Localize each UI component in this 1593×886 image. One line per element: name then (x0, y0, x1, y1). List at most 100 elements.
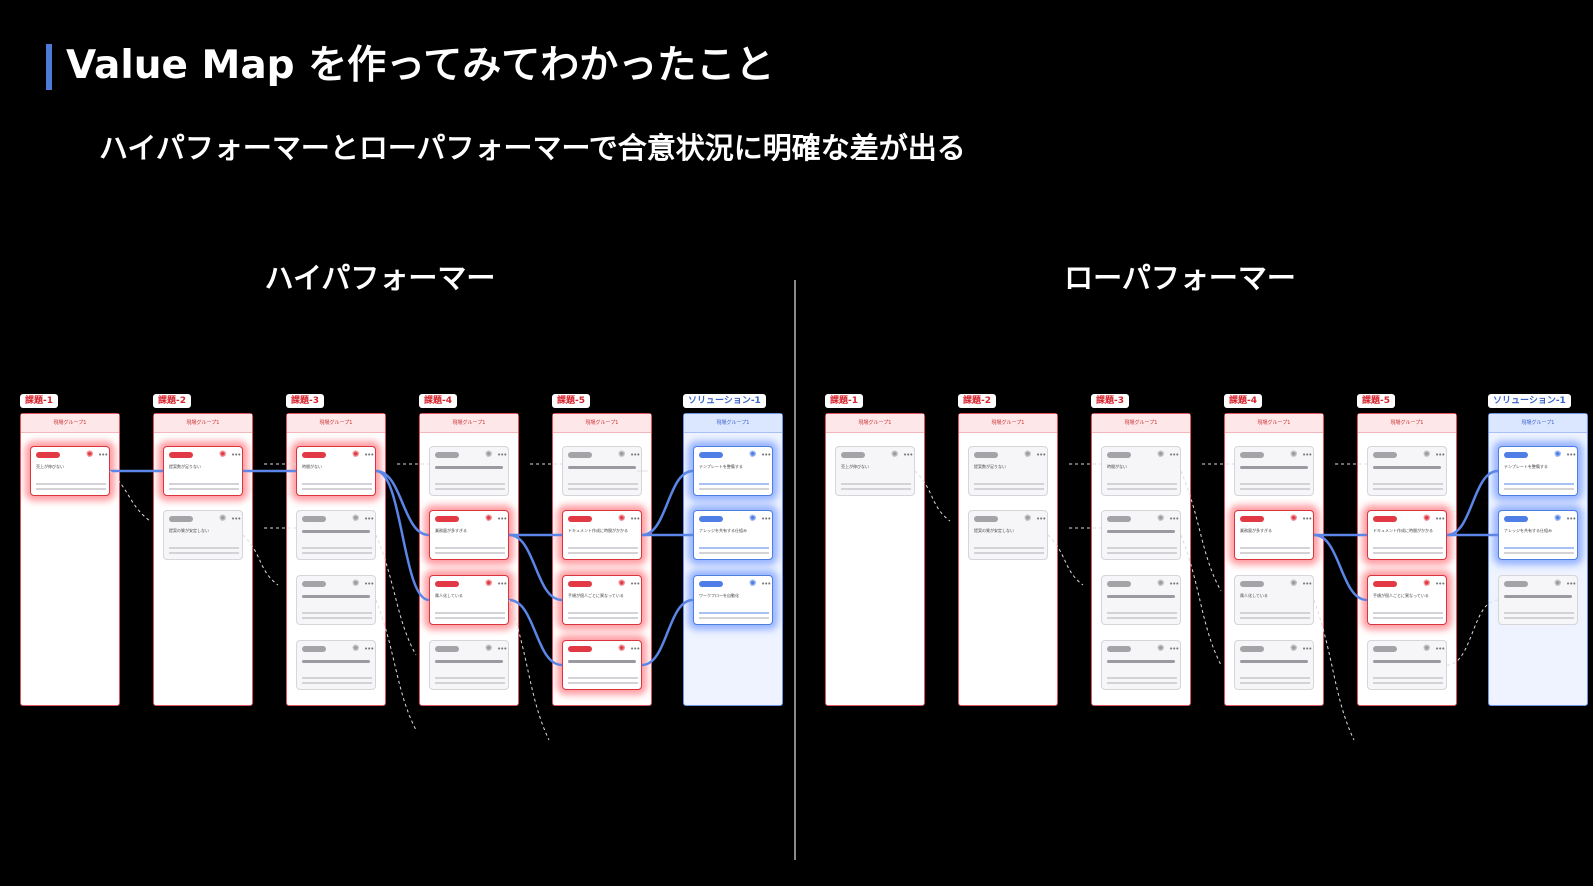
more-options-icon[interactable]: ••• (364, 451, 374, 459)
more-options-icon[interactable]: ••• (497, 451, 507, 459)
status-pill (1504, 516, 1528, 522)
value-card[interactable]: ✺••• (1234, 446, 1314, 496)
card-line (974, 547, 1044, 549)
value-card[interactable]: ✺•••属人化している (1234, 575, 1314, 625)
status-pill (1504, 452, 1528, 458)
value-card[interactable]: ✺•••テンプレートを整備する (693, 446, 773, 496)
value-card[interactable]: ✺••• (1498, 575, 1578, 625)
lightbulb-icon: ✺ (86, 450, 94, 460)
value-card[interactable]: ✺••• (1367, 640, 1447, 690)
value-card[interactable]: ✺••• (429, 446, 509, 496)
value-card[interactable]: ✺•••テンプレートを整備する (1498, 446, 1578, 496)
more-options-icon[interactable]: ••• (364, 580, 374, 588)
more-options-icon[interactable]: ••• (1566, 515, 1576, 523)
value-card[interactable]: ✺••• (296, 575, 376, 625)
column-group-header: 現場グループ1 (684, 414, 782, 433)
card-line (302, 612, 372, 614)
card-line (1373, 547, 1443, 549)
more-options-icon[interactable]: ••• (1169, 580, 1179, 588)
more-options-icon[interactable]: ••• (1302, 580, 1312, 588)
more-options-icon[interactable]: ••• (497, 515, 507, 523)
value-card[interactable]: ✺•••属人化している (429, 575, 509, 625)
value-card[interactable]: ✺••• (1101, 640, 1181, 690)
more-options-icon[interactable]: ••• (630, 451, 640, 459)
column-label: 課題-3 (286, 394, 324, 408)
card-title-placeholder (435, 660, 503, 663)
card-title-placeholder (435, 466, 503, 469)
more-options-icon[interactable]: ••• (1036, 451, 1046, 459)
more-options-icon[interactable]: ••• (231, 451, 241, 459)
lightbulb-icon: ✺ (749, 579, 757, 589)
more-options-icon[interactable]: ••• (1435, 645, 1445, 653)
more-options-icon[interactable]: ••• (1169, 515, 1179, 523)
value-card[interactable]: ✺•••売上が伸びない (835, 446, 915, 496)
value-card[interactable]: ✺•••提案の質が安定しない (968, 510, 1048, 560)
more-options-icon[interactable]: ••• (231, 515, 241, 523)
value-card[interactable]: ✺•••ナレッジを共有する仕組み (1498, 510, 1578, 560)
more-options-icon[interactable]: ••• (761, 580, 771, 588)
value-card[interactable]: ✺ ••• (429, 640, 509, 690)
value-card[interactable]: ✺•••手順が個人ごとに異なっている (1367, 575, 1447, 625)
more-options-icon[interactable]: ••• (1169, 645, 1179, 653)
status-pill (699, 452, 723, 458)
more-options-icon[interactable]: ••• (98, 451, 108, 459)
card-text: 売上が伸びない (841, 464, 869, 469)
value-card[interactable]: ✺•••手順が個人ごとに異なっている (562, 575, 642, 625)
more-options-icon[interactable]: ••• (1435, 515, 1445, 523)
more-options-icon[interactable]: ••• (1302, 451, 1312, 459)
lightbulb-icon: ✺ (352, 644, 360, 654)
card-line (699, 552, 769, 554)
value-card[interactable]: ✺••• (1367, 446, 1447, 496)
more-options-icon[interactable]: ••• (1566, 580, 1576, 588)
value-card[interactable]: ✺•••時間がない (1101, 446, 1181, 496)
more-options-icon[interactable]: ••• (497, 580, 507, 588)
more-options-icon[interactable]: ••• (1169, 451, 1179, 459)
status-pill (568, 646, 592, 652)
value-card[interactable]: ✺•••提案の質が安定しない (163, 510, 243, 560)
more-options-icon[interactable]: ••• (364, 515, 374, 523)
lightbulb-icon: ✺ (1290, 644, 1298, 654)
column-label: 課題-4 (1224, 394, 1262, 408)
value-card[interactable]: ✺•••時間がない (296, 446, 376, 496)
value-card[interactable]: ✺•••ドキュメント作成に時間がかかる (562, 510, 642, 560)
more-options-icon[interactable]: ••• (1302, 515, 1312, 523)
value-card[interactable]: ✺••• (562, 640, 642, 690)
value-card[interactable]: ✺•••ドキュメント作成に時間がかかる (1367, 510, 1447, 560)
value-card[interactable]: ✺••• (296, 510, 376, 560)
value-card[interactable]: ✺••• (1101, 575, 1181, 625)
card-line (1504, 547, 1574, 549)
card-text: 業務量が多すぎる (435, 528, 467, 533)
more-options-icon[interactable]: ••• (1302, 645, 1312, 653)
more-options-icon[interactable]: ••• (1566, 451, 1576, 459)
more-options-icon[interactable]: ••• (497, 645, 507, 653)
value-card[interactable]: ✺•••業務量が多すぎる (1234, 510, 1314, 560)
value-card[interactable]: ✺••• (1101, 510, 1181, 560)
more-options-icon[interactable]: ••• (630, 645, 640, 653)
more-options-icon[interactable]: ••• (364, 645, 374, 653)
value-card[interactable]: ✺•••提案数が足りない (968, 446, 1048, 496)
more-options-icon[interactable]: ••• (903, 451, 913, 459)
card-line (1107, 612, 1177, 614)
value-card[interactable]: ✺ ••• (1234, 640, 1314, 690)
value-card[interactable]: ✺•••売上が伸びない (30, 446, 110, 496)
more-options-icon[interactable]: ••• (1036, 515, 1046, 523)
value-card[interactable]: ✺•••ナレッジを共有する仕組み (693, 510, 773, 560)
value-card[interactable]: ✺•••提案数が足りない (163, 446, 243, 496)
more-options-icon[interactable]: ••• (761, 451, 771, 459)
card-line (169, 488, 239, 490)
more-options-icon[interactable]: ••• (630, 515, 640, 523)
more-options-icon[interactable]: ••• (1435, 580, 1445, 588)
lightbulb-icon: ✺ (485, 644, 493, 654)
more-options-icon[interactable]: ••• (630, 580, 640, 588)
more-options-icon[interactable]: ••• (1435, 451, 1445, 459)
value-card[interactable]: ✺ ••• (296, 640, 376, 690)
card-line (435, 617, 505, 619)
status-pill (1373, 516, 1397, 522)
card-line (1504, 488, 1574, 490)
more-options-icon[interactable]: ••• (761, 515, 771, 523)
card-line (1107, 547, 1177, 549)
card-text: 時間がない (1107, 464, 1127, 469)
value-card[interactable]: ✺•••業務量が多すぎる (429, 510, 509, 560)
value-card[interactable]: ✺•••ワークフローを自動化 (693, 575, 773, 625)
value-card[interactable]: ✺••• (562, 446, 642, 496)
